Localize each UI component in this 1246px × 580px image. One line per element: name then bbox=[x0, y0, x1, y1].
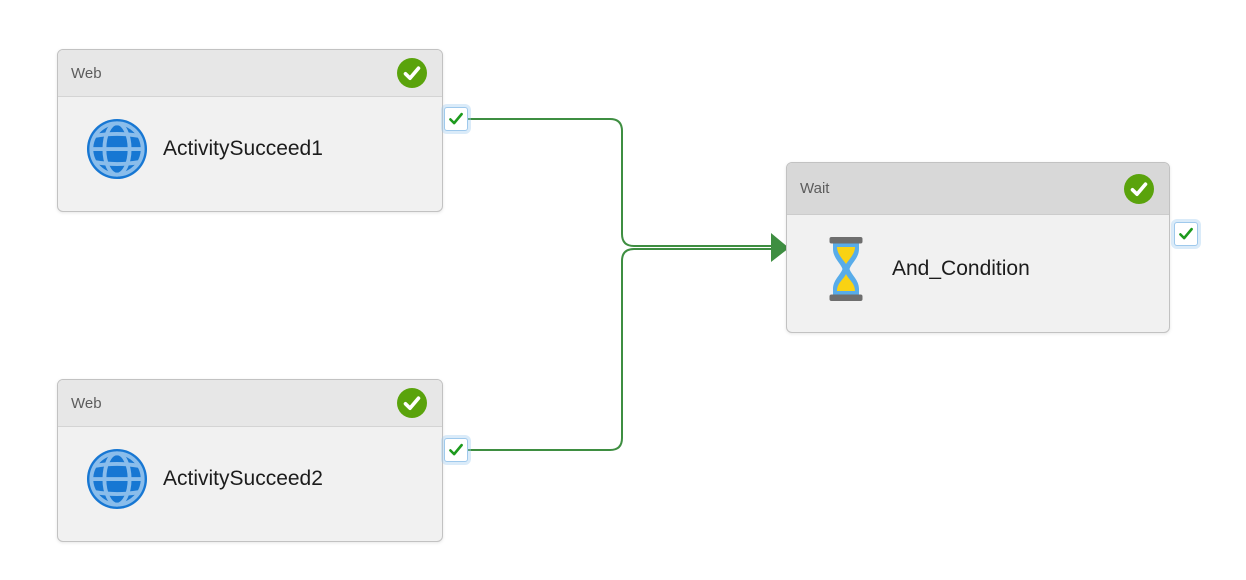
check-icon bbox=[1179, 227, 1193, 240]
success-output-port-activitysucceed1[interactable] bbox=[444, 107, 468, 131]
activity-name-label: ActivitySucceed2 bbox=[163, 467, 323, 490]
check-icon bbox=[449, 443, 463, 456]
activity-node-header: Web bbox=[58, 50, 442, 97]
check-icon bbox=[449, 112, 463, 125]
status-succeeded-icon bbox=[397, 388, 427, 418]
activity-node-body: ActivitySucceed2 bbox=[58, 427, 442, 540]
wait-activity-hourglass-icon bbox=[815, 236, 877, 301]
success-output-port-activitysucceed2[interactable] bbox=[444, 438, 468, 462]
activity-node-activitysucceed2[interactable]: Web ActivitySucceed2 bbox=[57, 379, 443, 542]
connector-arrowhead bbox=[771, 233, 789, 262]
web-activity-globe-icon bbox=[86, 448, 148, 510]
activity-type-label: Web bbox=[71, 394, 102, 412]
status-succeeded-icon bbox=[1124, 173, 1154, 204]
success-output-port-and-condition[interactable] bbox=[1174, 222, 1198, 246]
activity-type-label: Wait bbox=[800, 180, 830, 197]
activity-node-body: And_Condition bbox=[787, 215, 1169, 331]
activity-node-header: Wait bbox=[787, 163, 1169, 215]
activity-node-and-condition[interactable]: Wait And_Condition bbox=[786, 162, 1170, 333]
status-succeeded-icon bbox=[397, 58, 427, 88]
connector-activitysucceed2-to-and-condition[interactable] bbox=[468, 248, 772, 451]
activity-name-label: ActivitySucceed1 bbox=[163, 137, 323, 160]
activity-node-body: ActivitySucceed1 bbox=[58, 97, 442, 210]
activity-node-header: Web bbox=[58, 380, 442, 427]
activity-node-activitysucceed1[interactable]: Web ActivitySucceed1 bbox=[57, 49, 443, 212]
connector-activitysucceed1-to-and-condition[interactable] bbox=[468, 118, 772, 247]
activity-type-label: Web bbox=[71, 64, 102, 82]
activity-name-label: And_Condition bbox=[892, 256, 1030, 280]
web-activity-globe-icon bbox=[86, 118, 148, 180]
